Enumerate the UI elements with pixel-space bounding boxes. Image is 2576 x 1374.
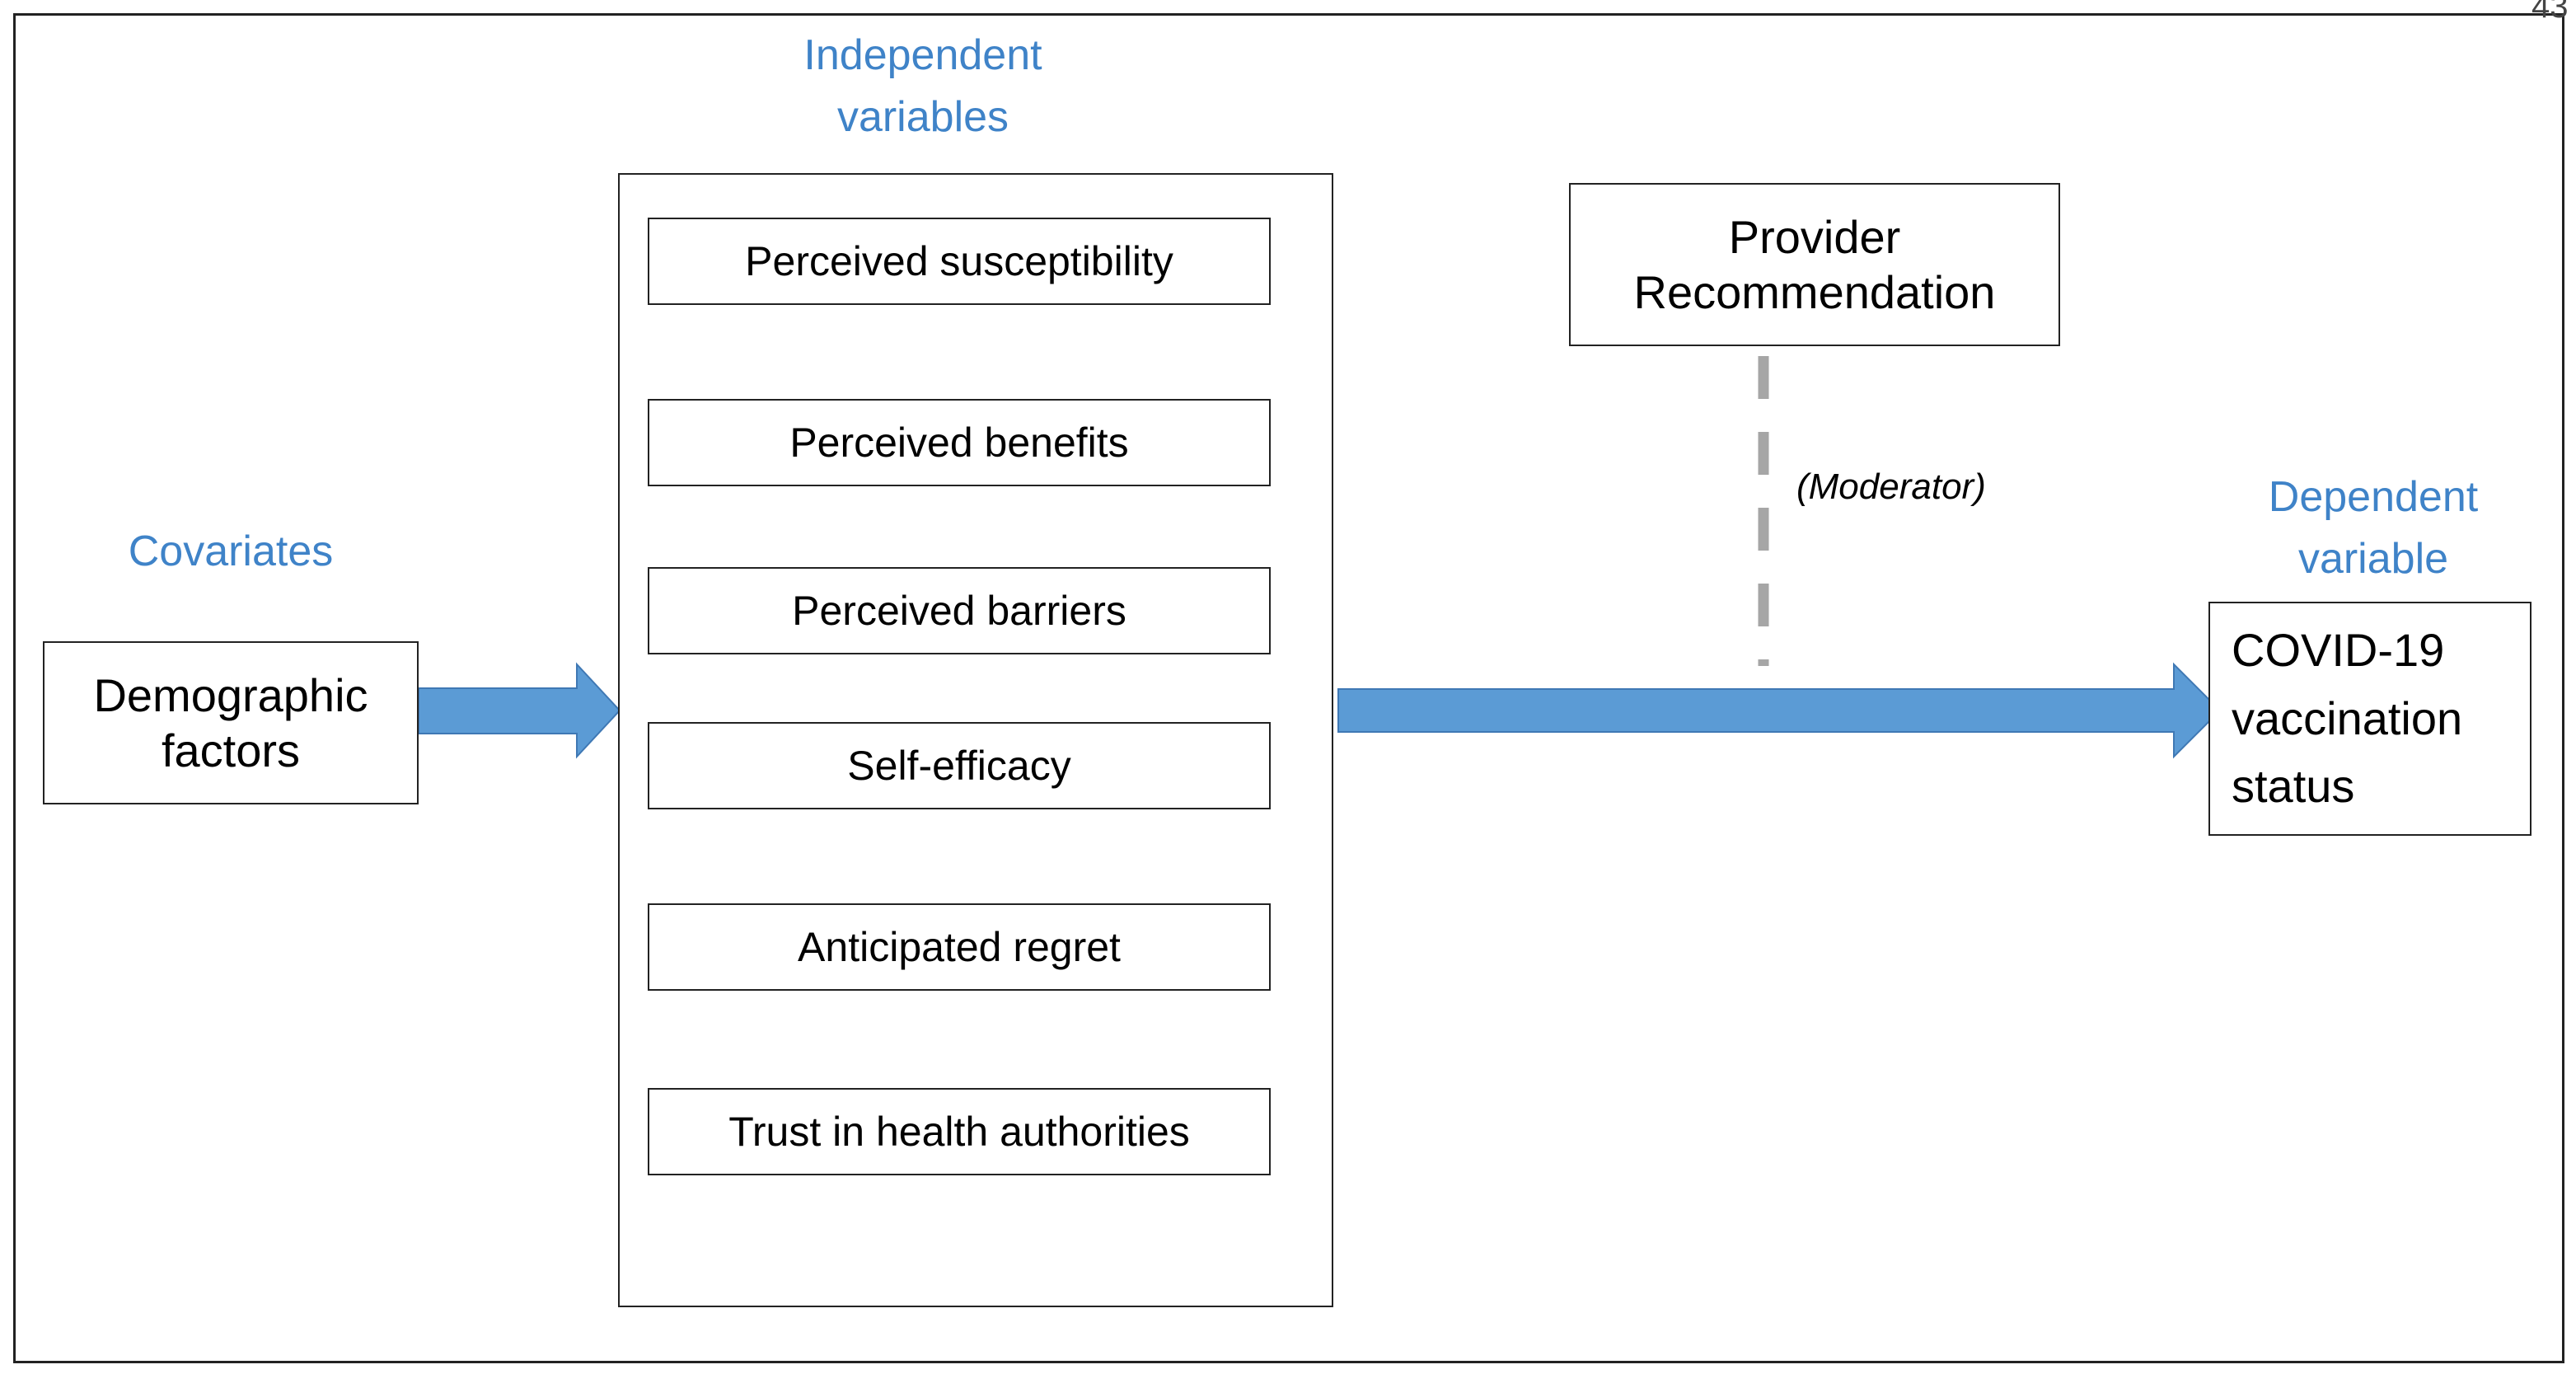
dependent-variable-label: Dependent variable [2268, 473, 2479, 584]
demographic-factors-box: Demographic factors [43, 641, 419, 804]
independent-variables-label: Independent variables [803, 31, 1042, 142]
item-self-efficacy: Self-efficacy [648, 722, 1271, 809]
main-arrow [1337, 662, 2222, 759]
provider-recommendation-text: Provider Recommendation [1633, 210, 1996, 318]
item-perceived-susceptibility: Perceived susceptibility [648, 218, 1271, 305]
covid-vaccination-status-text: COVID-19 vaccination status [2232, 623, 2463, 813]
item-trust-in-health-authorities: Trust in health authorities [648, 1088, 1271, 1175]
item-label: Self-efficacy [847, 743, 1071, 789]
page-number-mark: 43 [2532, 0, 2569, 25]
item-label: Perceived susceptibility [745, 238, 1173, 284]
provider-recommendation-box: Provider Recommendation [1569, 183, 2060, 346]
covid-vaccination-status-box: COVID-19 vaccination status [2208, 602, 2532, 836]
item-label: Trust in health authorities [728, 1109, 1190, 1155]
item-perceived-barriers: Perceived barriers [648, 567, 1271, 654]
item-anticipated-regret: Anticipated regret [648, 903, 1271, 991]
item-perceived-benefits: Perceived benefits [648, 399, 1271, 486]
demographic-factors-text: Demographic factors [93, 668, 368, 776]
covariates-label: Covariates [128, 528, 334, 575]
covariate-arrow [418, 662, 621, 759]
item-label: Perceived benefits [789, 420, 1129, 466]
moderator-label: (Moderator) [1796, 467, 1986, 507]
diagram-frame [13, 13, 2564, 1363]
item-label: Anticipated regret [798, 924, 1121, 970]
item-label: Perceived barriers [792, 588, 1126, 634]
